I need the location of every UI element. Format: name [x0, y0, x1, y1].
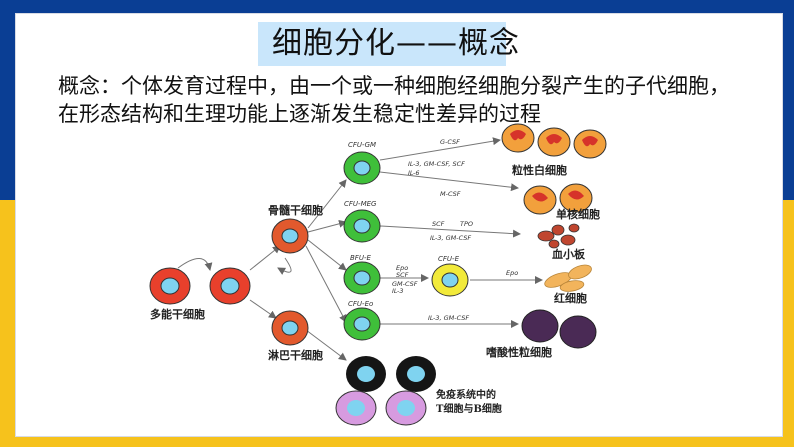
factor-gm2: GM-CSF — [392, 280, 418, 288]
factor-m-csf: M-CSF — [440, 190, 461, 198]
label-immune-2: T细胞与B细胞 — [436, 402, 502, 415]
monocyte-cells — [523, 183, 593, 215]
label-cfu-gm: CFU-GM — [348, 141, 376, 149]
label-cfu-e: CFU-E — [438, 255, 460, 263]
label-bfu-e: BFU-E — [350, 254, 371, 262]
bone-marrow-stem-cell — [271, 218, 309, 254]
label-cfu-eo: CFU-Eo — [348, 300, 373, 308]
granulocyte-cells — [501, 123, 607, 159]
factor-gm1: IL-3, GM-CSF, SCF — [408, 160, 465, 168]
label-lymph: 淋巴干细胞 — [268, 348, 323, 362]
lymph-stem-cell — [271, 310, 309, 346]
factor-meg-il3: IL-3, GM-CSF — [430, 234, 471, 242]
factor-tpo: TPO — [460, 220, 473, 228]
factor-il3: IL-3 — [392, 287, 404, 295]
label-rbc: 红细胞 — [554, 291, 587, 305]
title-highlight — [258, 22, 506, 66]
factor-scf: SCF — [432, 220, 445, 228]
differentiation-arrows — [177, 137, 543, 361]
label-monocyte: 单核细胞 — [556, 207, 600, 221]
factor-il6: IL-6 — [408, 169, 420, 177]
label-cfu-meg: CFU-MEG — [344, 200, 377, 208]
concept-text: 概念：个体发育过程中，由一个或一种细胞经细胞分裂产生的子代细胞，在形态结构和生理… — [58, 74, 730, 126]
factor-epo2: Epo — [506, 269, 518, 277]
multipotent-stem-cell — [149, 267, 251, 305]
slide-title: 细胞分化——概念 — [272, 26, 520, 61]
lymphocyte-cells — [335, 356, 436, 426]
label-bone-marrow: 骨髓干细胞 — [268, 203, 323, 217]
label-multipotent: 多能干细胞 — [150, 307, 205, 321]
factor-eo-il3: IL-3, GM-CSF — [428, 314, 469, 322]
eosinophil-cells — [521, 309, 597, 349]
label-eosinophil: 嗜酸性粒细胞 — [486, 345, 552, 359]
platelet-cells — [537, 223, 580, 249]
label-granulocyte: 粒性白细胞 — [512, 163, 567, 177]
progenitor-cells — [343, 151, 469, 341]
factor-epo1: Epo — [396, 264, 408, 272]
label-platelet: 血小板 — [552, 247, 586, 261]
factor-scf2: SCF — [396, 271, 409, 279]
label-immune-1: 免疫系统中的 — [436, 388, 496, 401]
red-blood-cells — [544, 264, 592, 292]
factor-g-csf: G-CSF — [440, 138, 460, 146]
